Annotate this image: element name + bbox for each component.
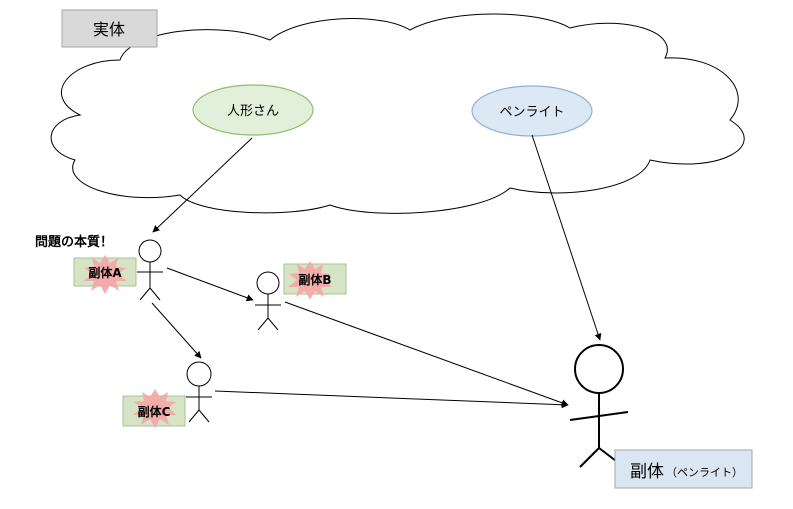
starburst-a: [83, 255, 127, 294]
arrow-sub-b-to-main-sub: [284, 301, 569, 407]
starburst-b: [288, 261, 332, 300]
starburst-c: [133, 389, 177, 428]
sub-c-label: 副体C: [138, 404, 171, 419]
doll-node: 人形さん: [192, 84, 314, 136]
sub-b-tag: 副体B: [283, 261, 347, 300]
entity-label: 実体: [93, 20, 125, 39]
sub-a-tag: 副体A: [73, 255, 137, 294]
arrow-sub-c-to-main-sub: [214, 390, 569, 409]
penlight-label: ペンライト: [499, 105, 564, 120]
arrow-sub-a-to-sub-b: [166, 267, 254, 302]
sub-b-label: 副体B: [298, 272, 331, 287]
stick-figure-a: [137, 239, 163, 301]
entity-cloud: [50, 13, 745, 214]
penlight-node: ペンライト: [471, 85, 593, 137]
main-sub-label-box: 副体 （ペンライト）: [614, 449, 753, 489]
main-sub-label: 副体: [630, 462, 664, 482]
arrow-doll-to-sub-a: [152, 137, 253, 233]
stick-figure-b: [255, 271, 281, 331]
arrow-penlight-to-main-sub: [531, 134, 602, 341]
stick-figure-main: [569, 344, 629, 468]
main-sub-sublabel: （ペンライト）: [666, 466, 743, 479]
entity-label-box: 実体: [61, 9, 158, 48]
doll-label: 人形さん: [227, 104, 279, 119]
stick-figure-c: [186, 361, 212, 423]
arrow-sub-a-to-sub-c: [151, 302, 202, 359]
callout-text: 問題の本質！: [35, 234, 113, 250]
sub-a-label: 副体A: [88, 265, 122, 280]
sub-c-tag: 副体C: [122, 389, 186, 428]
